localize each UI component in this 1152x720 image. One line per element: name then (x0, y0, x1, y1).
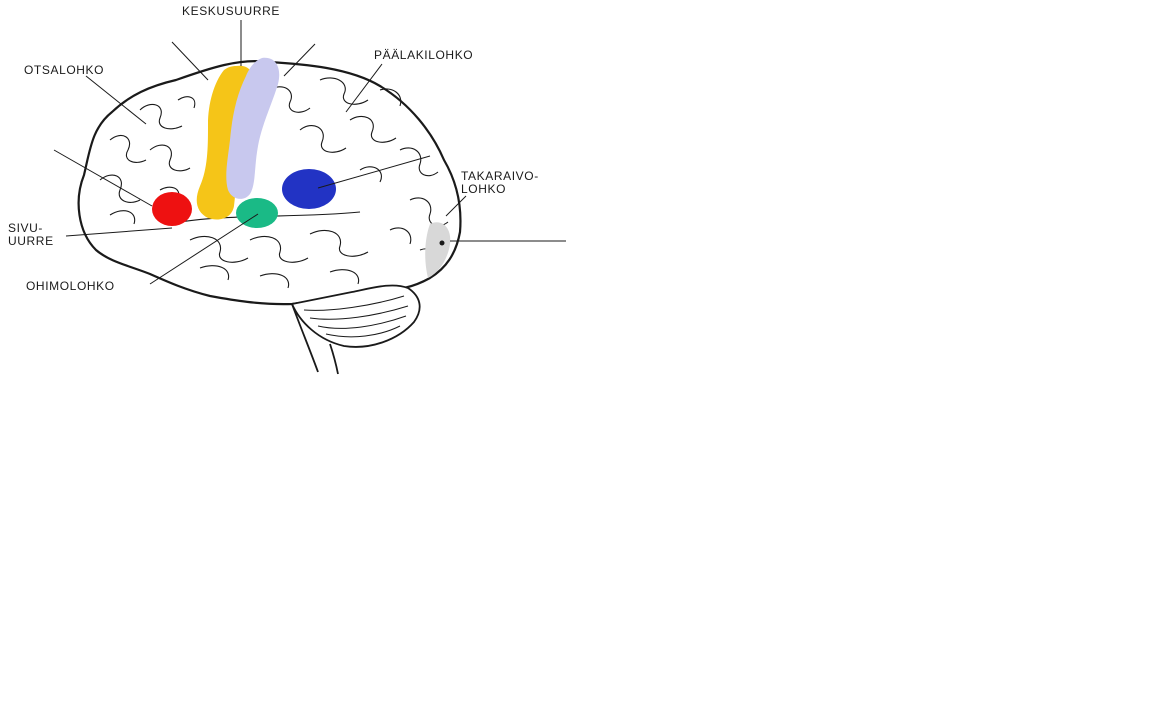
brainstem (291, 303, 339, 375)
brain-drawing (53, 20, 566, 375)
label-temporal-lobe: OHIMOLOHKO (26, 279, 115, 293)
label-frontal-lobe: OTSALOHKO (24, 63, 105, 77)
leader-otsa (85, 75, 147, 125)
brain-outline (77, 60, 462, 306)
label-occipital-line2: LOHKO (461, 182, 507, 196)
leader-keskus-right (283, 43, 316, 77)
blue-area (282, 169, 336, 209)
label-lateral-sulcus: SIVU- UURRE (8, 222, 54, 248)
label-occipital-lobe: TAKARAIVO- LOHKO (461, 170, 539, 196)
label-lateral-line1: SIVU- (8, 221, 44, 235)
leader-keskus-left (171, 41, 209, 81)
sensory-strip-lavender (226, 57, 280, 199)
leader-frontal-red (53, 149, 153, 207)
leader-paalaki (345, 63, 383, 113)
label-occipital-line1: TAKARAIVO- (461, 169, 539, 183)
label-central-sulcus: KESKUSUURRE (182, 4, 280, 18)
green-area (236, 198, 278, 228)
leader-takaraivo (445, 195, 467, 217)
gyri (99, 77, 449, 289)
label-parietal-lobe: PÄÄLAKILOHKO (374, 48, 474, 62)
red-area (152, 192, 192, 226)
cerebellum-folia (303, 295, 409, 338)
label-lateral-line2: UURRE (8, 234, 54, 248)
occipital-dot (439, 240, 445, 246)
leader-lines (53, 20, 566, 285)
leader-ohimo (149, 213, 259, 285)
occipital-shading (425, 222, 451, 278)
leader-sivu (65, 227, 173, 237)
leader-blue (317, 155, 431, 189)
brain-diagram: KESKUSUURRE OTSALOHKO PÄÄLAKILOHKO TAKAR… (0, 0, 580, 380)
